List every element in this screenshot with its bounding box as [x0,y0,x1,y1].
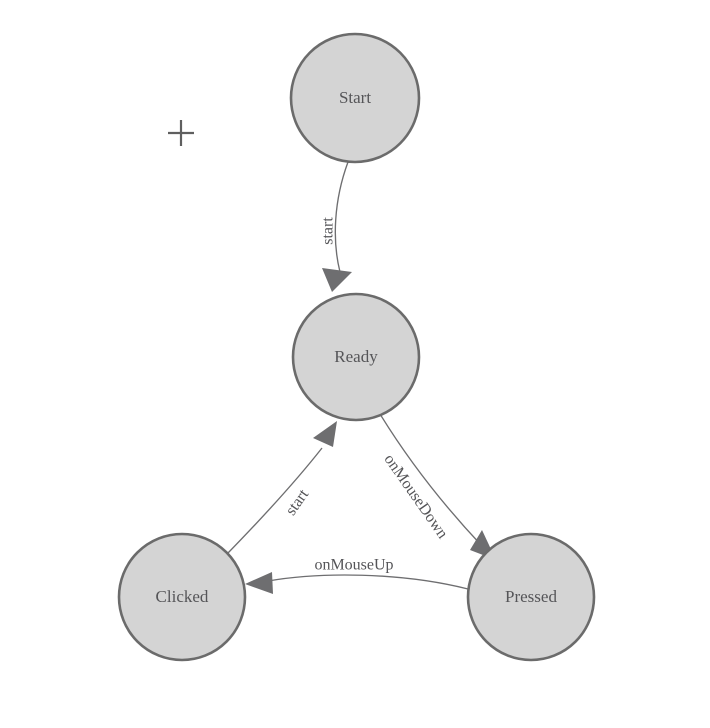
node-pressed-label: Pressed [505,587,557,606]
edge-label-pressed-to-clicked: onMouseUp [314,557,393,574]
edge-clicked-to-ready[interactable]: start [227,421,337,554]
crosshair-marker-icon [168,120,194,146]
edge-clicked-to-ready-arrowhead [313,421,337,447]
node-start-label: Start [339,88,371,107]
edge-label-clicked-to-ready: start [282,486,312,519]
node-clicked-label: Clicked [156,587,209,606]
node-ready[interactable]: Ready [291,292,421,422]
node-pressed-circle[interactable] [466,532,596,662]
node-clicked-circle[interactable] [117,532,247,662]
node-ready-label: Ready [334,347,378,366]
node-start[interactable]: Start [289,32,421,164]
node-pressed[interactable]: Pressed [466,532,596,662]
edge-pressed-to-clicked-arrowhead [245,572,273,594]
edge-ready-to-pressed-line [379,413,483,547]
node-start-circle[interactable] [289,32,421,164]
edge-start-to-ready[interactable]: start [320,161,352,292]
edge-clicked-to-ready-line [227,447,323,554]
edge-start-to-ready-line [334,161,349,273]
node-clicked[interactable]: Clicked [117,532,247,662]
edge-label-start-to-ready: start [320,217,337,245]
edge-pressed-to-clicked-line [267,574,469,590]
edge-label-ready-to-pressed: onMouseDown [380,451,451,542]
edge-pressed-to-clicked[interactable]: onMouseUp [245,557,469,594]
edge-start-to-ready-arrowhead [322,268,352,292]
edge-ready-to-pressed[interactable]: onMouseDown [379,413,496,560]
node-ready-circle[interactable] [291,292,421,422]
